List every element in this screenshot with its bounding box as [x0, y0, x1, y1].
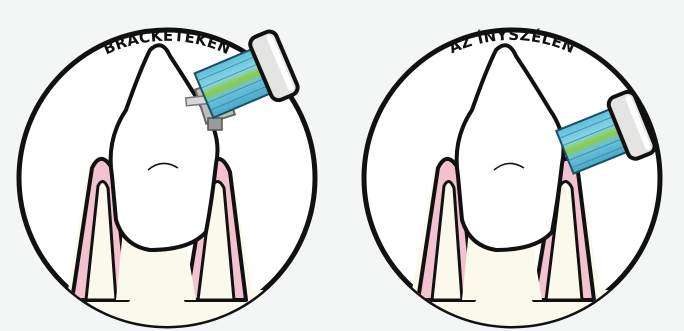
panel-gumline: AZ ÍNYSZÉLEN [342, 0, 684, 331]
panel-bracket: BRACKETEKEN [0, 0, 342, 331]
